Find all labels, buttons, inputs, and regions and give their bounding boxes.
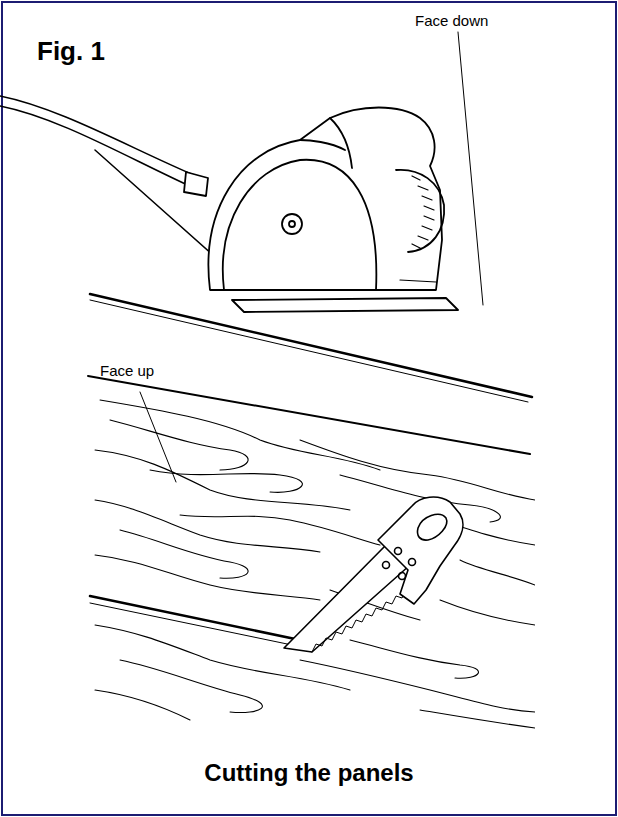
face-label: Face up (100, 362, 154, 379)
panel-edge (90, 294, 532, 397)
figure-caption: Cutting the panels (0, 759, 618, 787)
circular-saw (0, 96, 458, 312)
wood-grain (95, 400, 535, 728)
figure-title: Fig. 1 (37, 36, 105, 67)
panel-edge (90, 300, 528, 402)
saw-kerf (90, 603, 292, 645)
saw-kerf (90, 596, 300, 640)
panel-edge (88, 376, 530, 454)
face-label: Face down (415, 12, 488, 29)
leader-line (458, 32, 483, 305)
hand-saw (284, 497, 463, 652)
